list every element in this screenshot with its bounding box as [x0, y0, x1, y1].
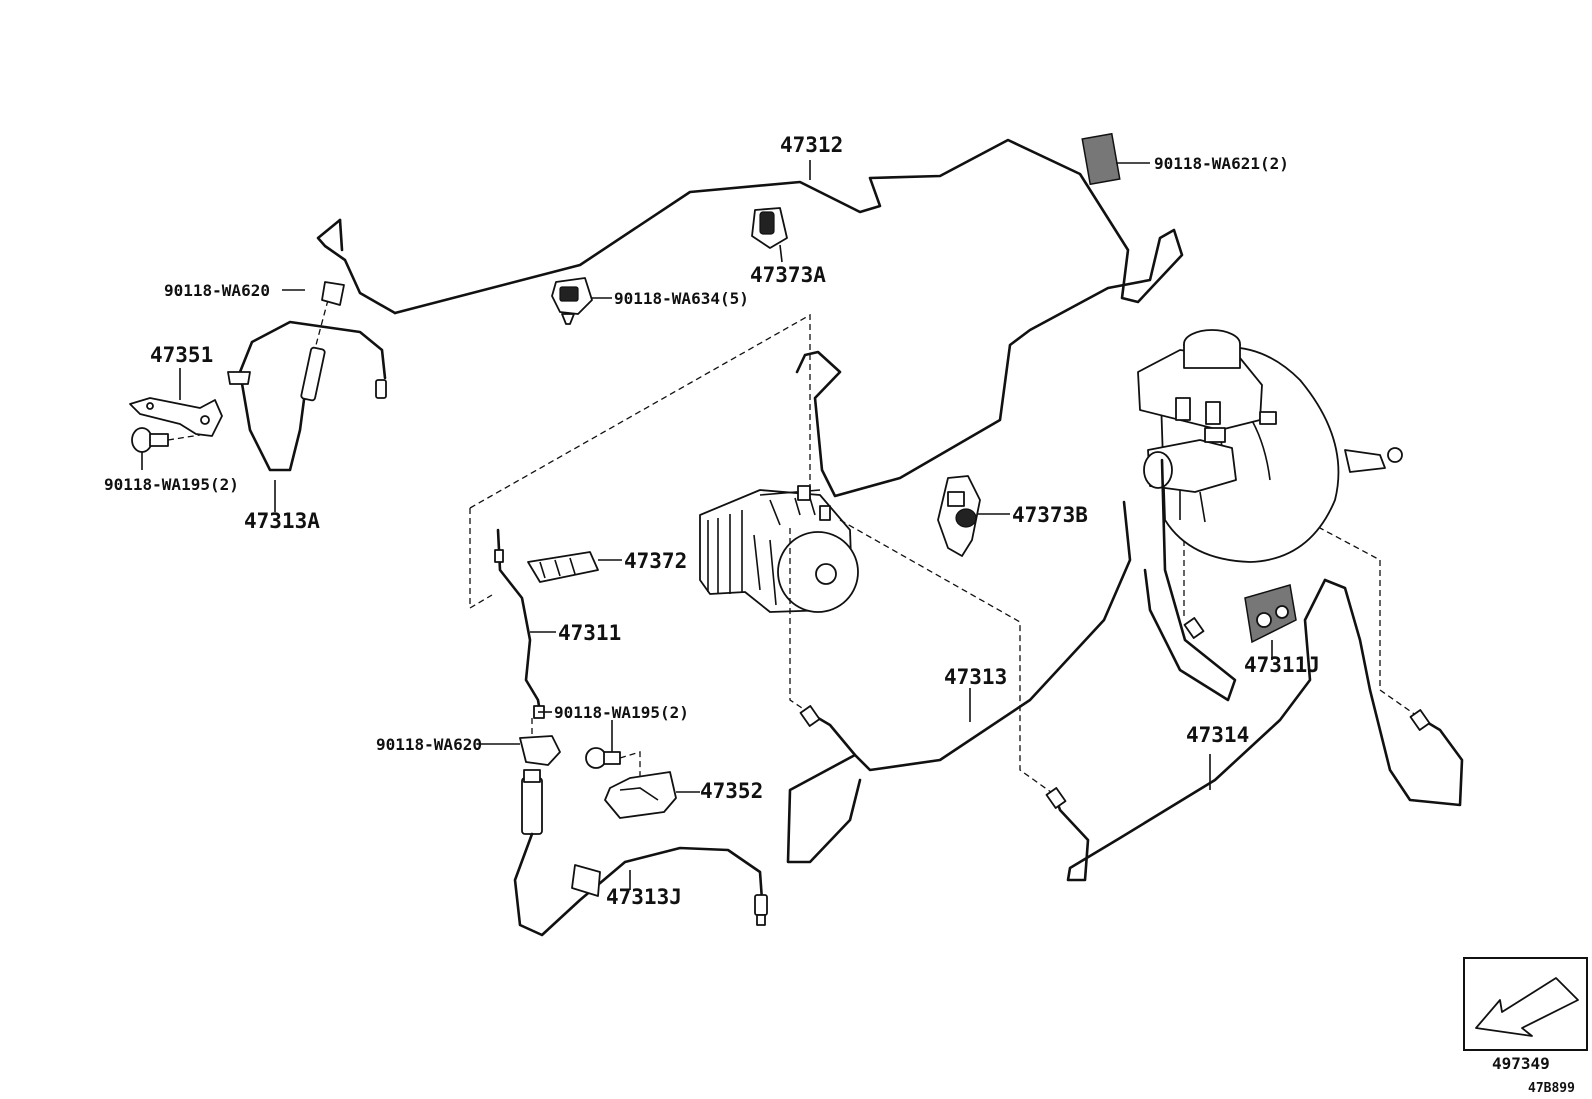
diagram-code: 47B899 [1528, 1081, 1575, 1096]
abs-actuator [699, 485, 859, 613]
label-90118-wa620-top: 90118-WA620 [164, 281, 270, 300]
bracket-47311j [1244, 584, 1297, 660]
label-47313a: 47313A [244, 509, 320, 533]
label-90118-wa621: 90118-WA621(2) [1154, 154, 1289, 173]
clamp-47373a [751, 207, 788, 249]
reference-arrow-box: 497349 47B899 [1463, 957, 1588, 1096]
label-47313j: 47313J [606, 885, 682, 909]
bolt-90118-wa195-left [131, 427, 201, 470]
label-90118-wa195-left: 90118-WA195(2) [104, 475, 239, 494]
label-47311j: 47311J [1244, 653, 1320, 677]
label-90118-wa195-mid: 90118-WA195(2) [554, 703, 689, 722]
guide-lines [469, 313, 1421, 796]
part-labels: 47312 90118-WA621(2) 90118-WA620 90118-W… [104, 133, 1320, 909]
master-cylinder-booster [1137, 329, 1403, 563]
label-47372: 47372 [624, 549, 687, 573]
label-47352: 47352 [700, 779, 763, 803]
reference-figure-number: 497349 [1492, 1054, 1550, 1073]
tube-47314 [1045, 458, 1464, 882]
direction-arrow-icon [1475, 977, 1579, 1037]
bolt-90118-wa195-mid [585, 720, 641, 776]
label-47311: 47311 [558, 621, 621, 645]
grommet-90118-wa621 [1081, 132, 1121, 186]
bracket-47373b [937, 475, 981, 557]
tube-47311 [494, 528, 545, 719]
label-47351: 47351 [150, 343, 213, 367]
hose-47313a [227, 281, 387, 472]
leader-lines [274, 160, 1211, 890]
label-47373b: 47373B [1012, 503, 1088, 527]
label-90118-wa620-mid: 90118-WA620 [376, 735, 482, 754]
bracket-47372 [527, 551, 599, 583]
hose-47313j [513, 769, 768, 937]
label-47373a: 47373A [750, 263, 826, 287]
label-47312: 47312 [780, 133, 843, 157]
tube-47312 [316, 138, 1184, 498]
clip-90118-wa634 [551, 277, 593, 325]
label-47313: 47313 [944, 665, 1007, 689]
label-47314: 47314 [1186, 723, 1249, 747]
bracket-90118-wa620-mid [519, 718, 561, 766]
bracket-47351 [129, 368, 223, 437]
label-90118-wa634: 90118-WA634(5) [614, 289, 749, 308]
bracket-47352 [604, 771, 700, 819]
tube-47313 [786, 500, 1132, 864]
